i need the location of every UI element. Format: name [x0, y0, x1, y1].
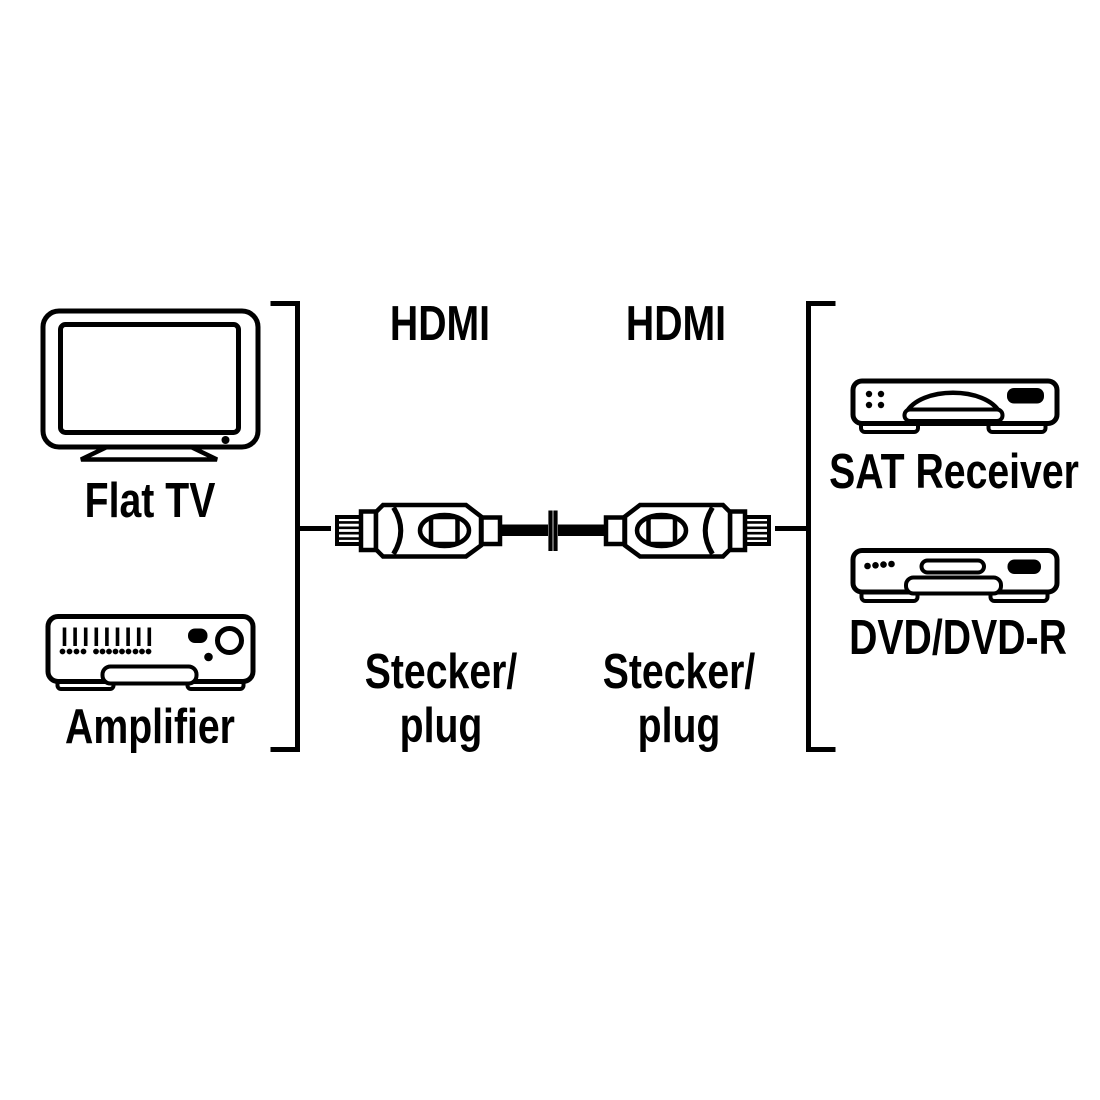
sat-receiver-icon [850, 378, 1060, 434]
tv-screen [58, 322, 241, 435]
tv-power-led [221, 436, 230, 444]
flat-tv-label: Flat TV [84, 474, 216, 528]
sat-receiver-label: SAT Receiver [829, 445, 1079, 499]
sat-display [1007, 388, 1044, 404]
dvd-recorder-label: DVD/DVD-R [849, 611, 1067, 665]
amp-volume-knob [215, 626, 244, 655]
sat-button-dots [865, 390, 885, 409]
plug-label-right: Stecker/ plug [519, 645, 839, 753]
plug-label-left-line1: Stecker/ [364, 645, 518, 699]
plug-label-right-line1: Stecker/ [602, 645, 756, 699]
amp-button-dots [59, 648, 152, 655]
dvd-recorder-icon [850, 548, 1060, 603]
dvd-disc-tray [919, 558, 986, 575]
sat-dome-base [902, 407, 1005, 423]
dvd-button-dots [864, 560, 895, 570]
amp-power-dot [204, 652, 213, 662]
amp-display [188, 628, 208, 643]
amplifier-icon [45, 614, 256, 691]
hdmi-label-right: HDMI [625, 297, 727, 351]
dvd-bottom-notch [904, 575, 1003, 596]
plug-label-left-line2: plug [399, 699, 483, 753]
dvd-display [1007, 559, 1041, 574]
plug-label-right-line2: plug [637, 699, 721, 753]
hdmi-label-left: HDMI [389, 297, 491, 351]
amp-bottom-notch [100, 664, 199, 686]
amp-vent-slits [62, 627, 152, 646]
flat-tv-icon [40, 308, 261, 462]
plug-label-left: Stecker/ plug [281, 645, 601, 753]
amplifier-label: Amplifier [65, 700, 235, 754]
